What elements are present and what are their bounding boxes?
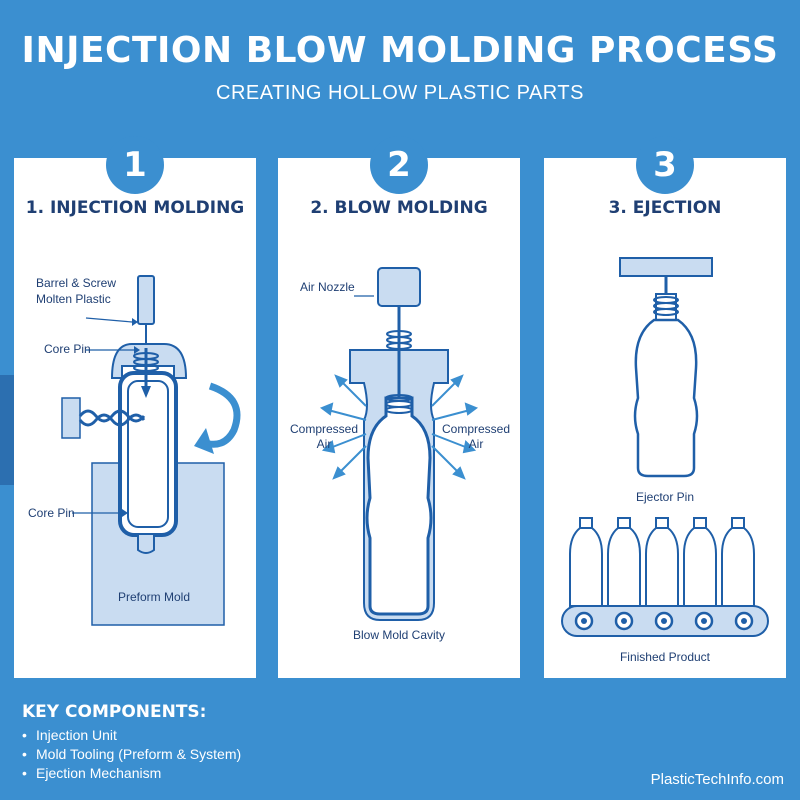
- step-title: 1. INJECTION MOLDING: [25, 198, 245, 218]
- key-components-title: KEY COMPONENTS:: [22, 702, 207, 722]
- finished-bottles: [569, 517, 755, 607]
- bottle-icon: [683, 517, 717, 607]
- page-subtitle: CREATING HOLLOW PLASTIC PARTS: [216, 82, 584, 104]
- label-compressed-air-right: Compressed Air: [441, 422, 511, 451]
- label-air-nozzle: Air Nozzle: [300, 280, 355, 294]
- label-core-pin-top: Core Pin: [44, 342, 91, 356]
- rotation-arrow-icon: [194, 382, 241, 454]
- step-title: 3. EJECTION: [608, 198, 722, 218]
- step-number-badge: 2: [370, 136, 428, 194]
- label-finished-product: Finished Product: [619, 650, 711, 664]
- list-item: Mold Tooling (Preform & System): [22, 745, 241, 764]
- step-number-badge: 3: [636, 136, 694, 194]
- step-number-badge: 1: [106, 136, 164, 194]
- label-blow-mold-cavity: Blow Mold Cavity: [352, 628, 446, 642]
- air-arrows-left-icon: [319, 374, 367, 480]
- bottle-icon: [645, 517, 679, 607]
- label-core-pin-bottom: Core Pin: [28, 506, 75, 520]
- ejection-diagram: [561, 257, 769, 637]
- injection-molding-diagram: [61, 275, 241, 626]
- page-title: INJECTION BLOW MOLDING PROCESS: [21, 30, 779, 71]
- key-components: KEY COMPONENTS: Injection Unit Mold Tool…: [22, 702, 241, 783]
- bottle-icon: [569, 517, 603, 607]
- key-components-list: Injection Unit Mold Tooling (Preform & S…: [22, 726, 241, 783]
- step-panel-blow: 2 2. BLOW MOLDING: [278, 136, 520, 678]
- step-title: 2. BLOW MOLDING: [310, 198, 488, 218]
- label-compressed-air-left: Compressed Air: [289, 422, 359, 451]
- bottle-icon: [633, 293, 699, 478]
- list-item: Ejection Mechanism: [22, 764, 241, 783]
- air-arrows-right-icon: [431, 374, 479, 480]
- step-panel-ejection: 3 3. EJECTION: [544, 136, 786, 678]
- label-preform-mold: Preform Mold: [117, 590, 191, 604]
- bottle-icon: [721, 517, 755, 607]
- screw-icon: [78, 409, 146, 427]
- list-item: Injection Unit: [22, 726, 241, 745]
- bottle-icon: [607, 517, 641, 607]
- blow-molding-diagram: [319, 267, 479, 621]
- label-barrel-screw: Barrel & Screw: [36, 276, 117, 290]
- conveyor-belt: [561, 605, 769, 637]
- label-ejector-pin: Ejector Pin: [635, 490, 695, 504]
- label-molten-plastic: Molten Plastic: [36, 292, 111, 306]
- step-panel-injection: 1 1. INJECTION MOLDING: [14, 136, 256, 678]
- source-credit: PlasticTechInfo.com: [650, 771, 784, 788]
